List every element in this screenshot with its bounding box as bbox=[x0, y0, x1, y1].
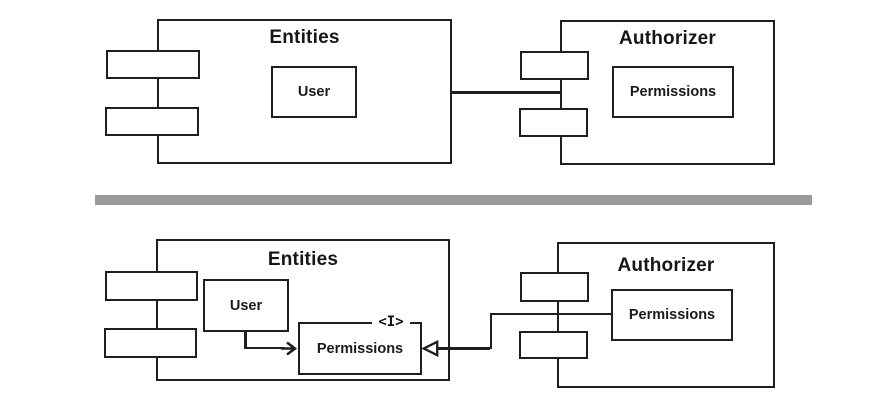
user-label-top: User bbox=[297, 84, 331, 100]
port-icon bbox=[105, 271, 198, 301]
permissions-label-entities: Permissions bbox=[316, 340, 404, 357]
permissions-label-authorizer: Permissions bbox=[628, 307, 716, 323]
arrowhead-icon bbox=[281, 341, 297, 356]
connector-entities-authorizer-top bbox=[452, 91, 560, 94]
permissions-label-top: Permissions bbox=[629, 84, 717, 100]
port-icon bbox=[106, 50, 200, 79]
port-icon bbox=[520, 272, 589, 302]
authorizer-title-top: Authorizer bbox=[619, 28, 716, 49]
separator-bar bbox=[95, 195, 812, 205]
port-icon bbox=[520, 51, 589, 80]
user-box-bottom: User bbox=[203, 279, 289, 332]
entities-title-bottom: Entities bbox=[267, 249, 339, 270]
user-label-bottom: User bbox=[229, 297, 263, 314]
entities-title-top: Entities bbox=[269, 27, 340, 48]
connector-user-permissions bbox=[244, 346, 284, 349]
port-icon bbox=[519, 331, 588, 359]
connector-authorizer-interface bbox=[490, 312, 611, 315]
authorizer-title-bottom: Authorizer bbox=[617, 255, 715, 276]
permissions-box-top: Permissions bbox=[612, 66, 734, 118]
user-box-top: User bbox=[271, 66, 357, 118]
open-arrowhead-icon bbox=[422, 340, 439, 357]
port-icon bbox=[104, 328, 197, 358]
connector-user-permissions bbox=[244, 331, 247, 349]
permissions-box-entities: Permissions bbox=[298, 322, 422, 375]
permissions-box-authorizer: Permissions bbox=[611, 289, 733, 341]
port-icon bbox=[105, 107, 199, 136]
authorizer-component-top bbox=[560, 20, 775, 165]
connector-authorizer-interface bbox=[489, 312, 492, 349]
connector-authorizer-interface bbox=[437, 347, 490, 350]
port-icon bbox=[519, 108, 588, 137]
interface-tag: <I> bbox=[372, 314, 410, 330]
